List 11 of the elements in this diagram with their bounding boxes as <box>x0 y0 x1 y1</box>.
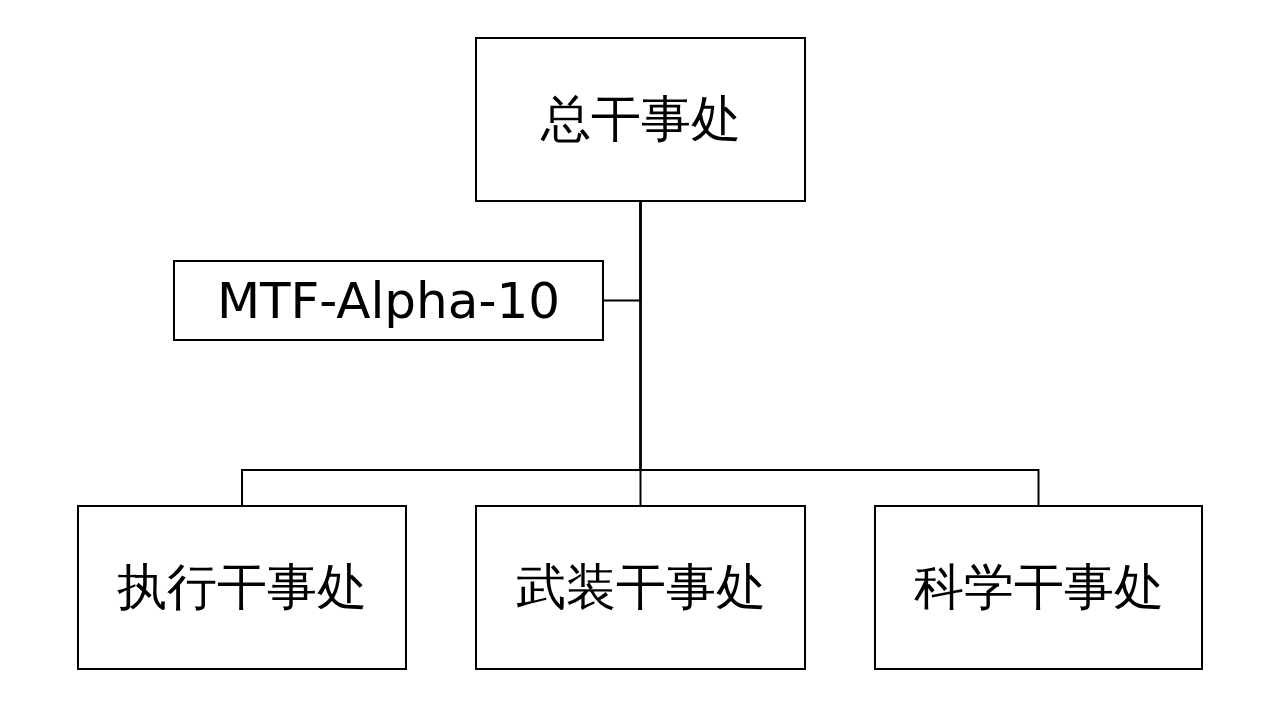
org-box <box>475 37 806 202</box>
box-label: 执行干事处 <box>117 557 367 618</box>
connector-line <box>639 201 1040 506</box>
org-box <box>77 505 407 670</box>
org-box <box>173 260 604 341</box>
box-label: MTF-Alpha-10 <box>216 271 561 330</box>
box-label: 科学干事处 <box>913 557 1164 618</box>
box-label: 武装干事处 <box>515 557 766 618</box>
org-box <box>874 505 1203 670</box>
box-label: 总干事处 <box>540 89 741 150</box>
org-box <box>475 505 806 670</box>
